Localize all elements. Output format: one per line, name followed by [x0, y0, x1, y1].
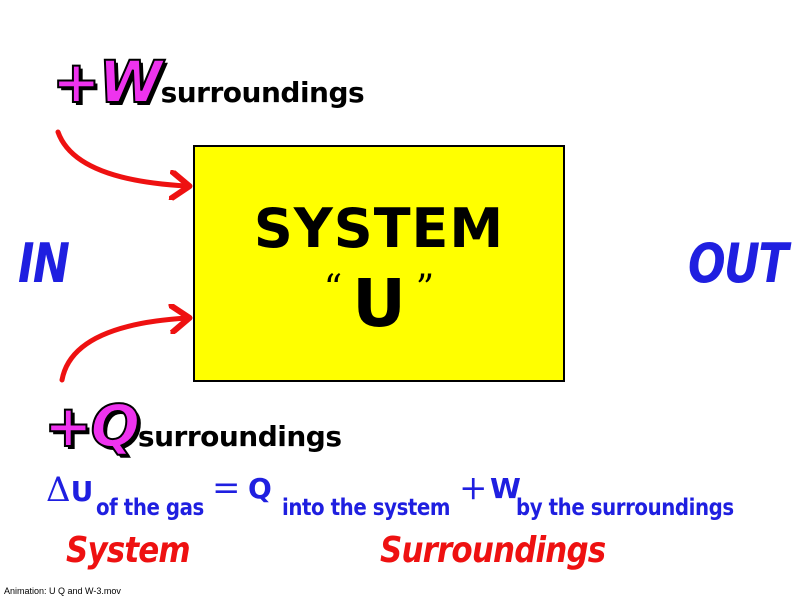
heat-term: +Qsurroundings [43, 391, 342, 461]
q-subscript: into the system [282, 495, 451, 521]
system-title: SYSTEM [253, 197, 505, 260]
surroundings-label: Surroundings [380, 530, 606, 571]
system-box: SYSTEM “U” [193, 145, 565, 382]
out-label: OUT [688, 232, 789, 295]
plus-sign: + [459, 468, 488, 508]
work-arrow [55, 129, 187, 186]
internal-energy-symbol: “U” [195, 265, 563, 342]
delta-symbol: Δ [46, 470, 71, 510]
work-subscript: surroundings [160, 76, 365, 109]
lhs-variable: U [70, 475, 94, 508]
in-label: IN [18, 232, 70, 295]
work-term: +Wsurroundings [51, 47, 365, 117]
heat-symbol: +Q [43, 391, 141, 461]
q-variable: Q [248, 472, 272, 505]
open-quote: “ [323, 268, 343, 309]
system-label: System [66, 530, 191, 571]
close-quote: ” [415, 268, 435, 309]
work-symbol: +W [51, 47, 164, 117]
lhs-subscript: of the gas [96, 495, 204, 521]
energy-equation: ΔU [46, 470, 93, 510]
equals-sign: = [212, 468, 241, 508]
heat-arrow [59, 318, 187, 383]
w-subscript: by the surroundings [516, 495, 734, 521]
system-variable: U [352, 265, 406, 342]
animation-caption: Animation: U Q and W-3.mov [4, 586, 121, 596]
w-variable: W [490, 472, 521, 505]
heat-subscript: surroundings [137, 420, 342, 453]
